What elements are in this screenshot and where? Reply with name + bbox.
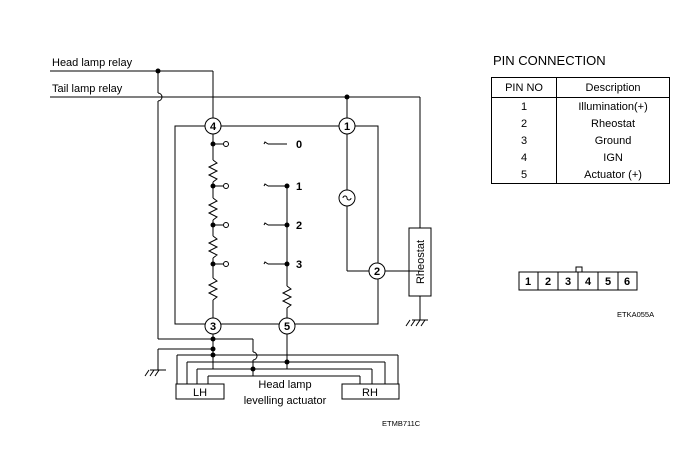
connector-pin-5: 5 bbox=[605, 276, 611, 288]
pin-description: Rheostat bbox=[556, 115, 670, 132]
terminal-3 bbox=[204, 317, 222, 335]
actuator-label-line1: Head lamp bbox=[258, 379, 311, 391]
connector-pin-3: 3 bbox=[565, 276, 571, 288]
terminal-4 bbox=[204, 117, 222, 135]
terminal-1 bbox=[338, 117, 356, 135]
table-row: 3 Ground bbox=[490, 132, 670, 149]
pin-description: IGN bbox=[556, 149, 670, 166]
pin-description: Actuator (+) bbox=[556, 166, 670, 184]
pin-number: 3 bbox=[490, 132, 558, 149]
connector-pin-4: 4 bbox=[585, 276, 592, 288]
table-row: 2 Rheostat bbox=[490, 115, 670, 132]
rh-actuator-box bbox=[341, 383, 400, 400]
terminal-5 bbox=[278, 317, 296, 335]
actuator-label-line2: levelling actuator bbox=[244, 395, 327, 407]
switch-position-2: 2 bbox=[296, 220, 302, 232]
table-row: 1 Illumination(+) bbox=[490, 97, 670, 115]
pin-number: 5 bbox=[490, 166, 558, 184]
figure-code-left: ETMB711C bbox=[382, 419, 421, 428]
pin-number: 1 bbox=[490, 97, 558, 115]
switch-position-3: 3 bbox=[296, 259, 302, 271]
connector-pin-2: 2 bbox=[545, 276, 551, 288]
connector-pin-6: 6 bbox=[624, 276, 630, 288]
terminal-2 bbox=[368, 262, 386, 280]
pin-connection-title: PIN CONNECTION bbox=[493, 53, 606, 68]
lh-actuator-box bbox=[175, 383, 225, 400]
rh-label: RH bbox=[362, 387, 378, 399]
pin-description: Ground bbox=[556, 132, 670, 149]
head-lamp-relay-label: Head lamp relay bbox=[52, 57, 133, 69]
terminal-label-5: 5 bbox=[284, 321, 290, 333]
pin-connection-table: PIN NO Description 1 Illumination(+) 2 R… bbox=[490, 77, 670, 184]
terminal-label-1: 1 bbox=[344, 121, 350, 133]
rheostat-label: Rheostat bbox=[415, 240, 427, 284]
terminal-label-2: 2 bbox=[374, 266, 380, 278]
terminal-label-3: 3 bbox=[210, 321, 216, 333]
switch-position-0: 0 bbox=[296, 139, 302, 151]
connector-pin-1: 1 bbox=[525, 276, 531, 288]
lh-label: LH bbox=[193, 387, 207, 399]
switch-position-1: 1 bbox=[296, 181, 302, 193]
pin-number: 4 bbox=[490, 149, 558, 166]
pin-number: 2 bbox=[490, 115, 558, 132]
tail-lamp-relay-label: Tail lamp relay bbox=[52, 83, 123, 95]
figure-code-right: ETKA055A bbox=[617, 310, 654, 319]
table-row: 5 Actuator (+) bbox=[490, 166, 670, 184]
table-row: 4 IGN bbox=[490, 149, 670, 166]
description-header: Description bbox=[556, 77, 670, 98]
terminal-label-4: 4 bbox=[210, 121, 217, 133]
pin-description: Illumination(+) bbox=[556, 97, 670, 115]
pin-no-header: PIN NO bbox=[490, 77, 558, 98]
